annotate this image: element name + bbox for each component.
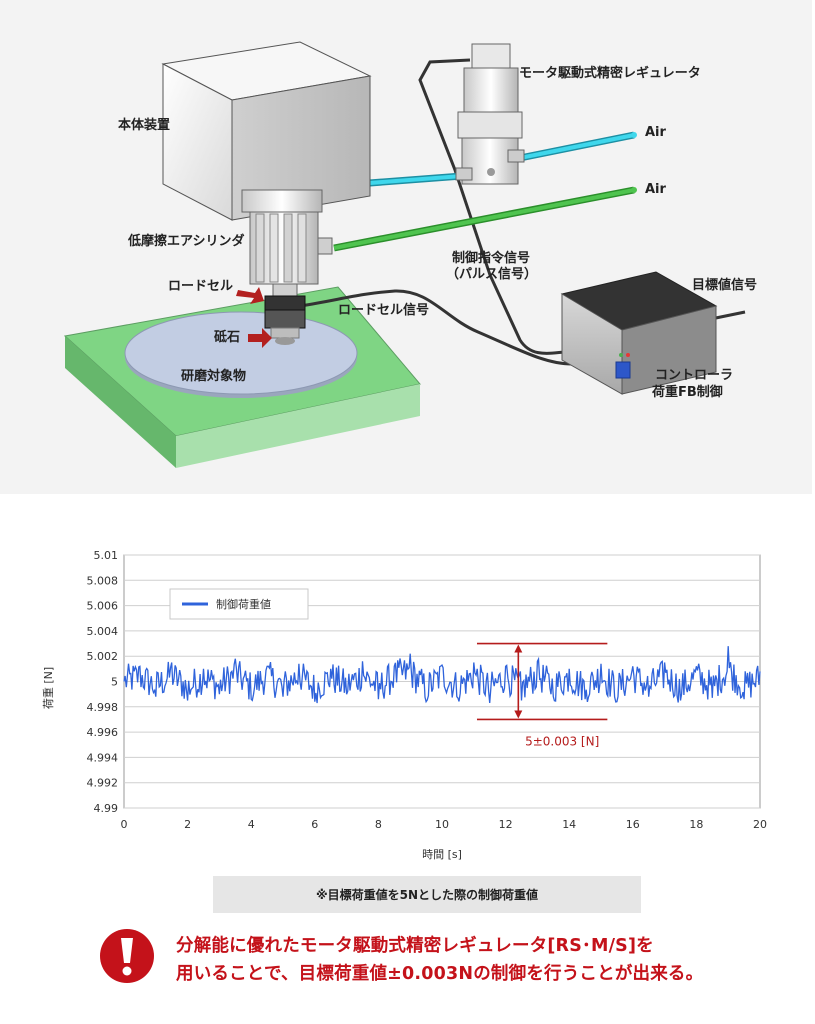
x-tick-label: 4 [248,818,255,831]
regulator-unit [455,43,525,185]
x-tick-label: 20 [753,818,767,831]
y-tick-labels: 5.015.0085.0065.0045.00254.9984.9964.994… [87,549,119,815]
label-main-unit: 本体装置 [118,118,171,133]
x-tick-label: 6 [311,818,318,831]
label-cylinder: 低摩擦エアシリンダ [128,234,245,249]
x-tick-label: 2 [184,818,191,831]
x-tick-label: 0 [121,818,128,831]
x-tick-label: 14 [562,818,576,831]
x-tick-label: 10 [435,818,449,831]
label-control-signal-2: （パルス信号） [446,267,538,282]
chart-note: ※目標荷重値を5Nとした際の制御荷重値 [213,876,641,913]
y-tick-label: 5.004 [87,625,119,638]
y-tick-label: 4.994 [87,751,119,764]
conclusion-block: 分解能に優れたモータ駆動式精密レギュレータ[RS･M/S]を 用いることで、目標… [98,924,798,994]
chart-annotation: 5±0.003 [N] [476,642,608,748]
label-grindstone: 砥石 [214,330,241,345]
label-air-2: Air [645,182,666,197]
label-target-signal: 目標値信号 [692,278,758,293]
air-cylinder [241,189,333,285]
label-control-signal-1: 制御指令信号 [452,251,531,266]
chart-series [123,646,761,704]
y-tick-label: 4.992 [87,777,119,790]
x-tick-labels: 0 2 4 6 8 10 12 14 16 18 20 [121,818,768,831]
y-tick-label: 4.998 [87,701,119,714]
label-load-cell-signal: ロードセル信号 [338,303,430,318]
system-diagram-illustration [63,41,746,468]
y-tick-label: 4.996 [87,726,119,739]
y-tick-label: 4.99 [94,802,119,815]
label-load-cell: ロードセル [168,279,234,294]
x-tick-label: 8 [375,818,382,831]
x-axis-label: 時間 [s] [422,848,462,861]
load-cell-assembly [264,283,306,345]
label-controller-2: 荷重FB制御 [652,385,723,400]
y-tick-label: 5.008 [87,574,119,587]
x-tick-label: 12 [499,818,513,831]
annotation-arrow-head-up [514,644,523,653]
label-regulator: モータ駆動式精密レギュレータ [519,66,701,81]
system-diagram: 本体装置 モータ駆動式精密レギュレータ Air Air 低摩擦エアシリンダ 制御… [0,0,812,494]
y-tick-label: 5 [111,676,118,689]
y-tick-label: 5.01 [94,549,119,562]
annotation-arrow-head-down [514,710,523,719]
label-workpiece: 研磨対象物 [181,369,247,384]
pointer-arrows [236,287,272,348]
chart-legend: 制御荷重値 [169,588,309,620]
load-chart-svg: 5.015.0085.0065.0045.00254.9984.9964.994… [41,549,768,861]
y-tick-label: 5.002 [87,650,119,663]
y-axis-label: 荷重 [N] [41,667,55,709]
conclusion-line-1: 分解能に優れたモータ駆動式精密レギュレータ[RS･M/S]を [176,936,654,956]
workpiece-disc [124,311,358,398]
series-line [123,646,761,704]
main-unit-box [161,41,372,221]
x-tick-label: 18 [689,818,703,831]
annotation-label: 5±0.003 [N] [525,734,599,748]
conclusion-line-2: 用いることで、目標荷重値±0.003Nの制御を行うことが出来る。 [176,964,704,984]
controller-box [560,271,718,395]
legend-label: 制御荷重値 [216,597,271,611]
exclamation-icon [100,929,154,983]
label-air-1: Air [645,125,666,140]
label-controller-1: コントローラ [655,368,734,383]
y-tick-label: 5.006 [87,600,119,613]
x-tick-label: 16 [626,818,640,831]
